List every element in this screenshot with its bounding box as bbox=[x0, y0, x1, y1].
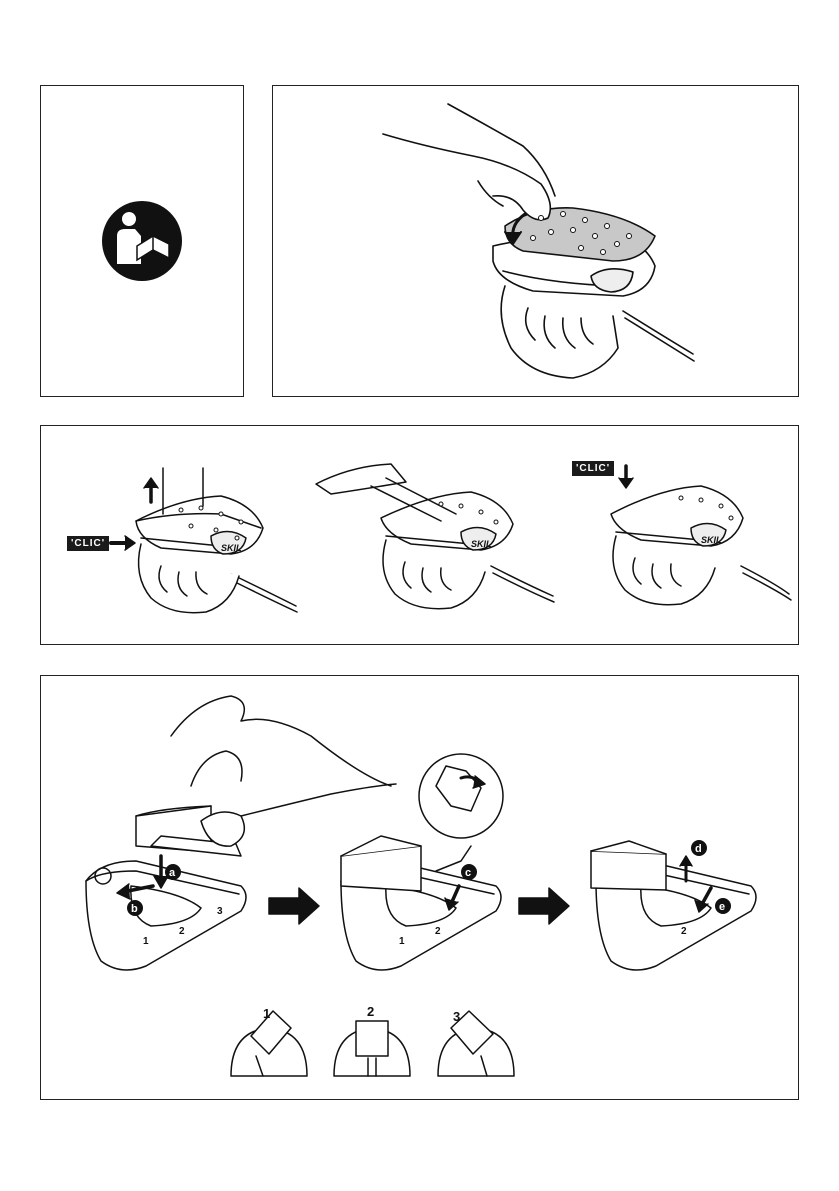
base2-pos-2: 2 bbox=[435, 926, 441, 937]
step-a-label: a bbox=[169, 867, 176, 879]
step-b-label: b bbox=[131, 903, 138, 915]
base2-pos-1: 1 bbox=[399, 936, 405, 947]
accessory-mount-panel: a b c d e 1 2 3 1 2 2 1 2 3 bbox=[40, 675, 799, 1100]
attachment-change-panel: SKIL SKIL SKIL 'CLIC' 'CLIC' bbox=[40, 425, 799, 645]
attachment-change-illustration: SKIL SKIL SKIL bbox=[41, 426, 798, 644]
accessory-mount-illustration: a b c d e 1 2 3 1 2 2 1 2 3 bbox=[41, 676, 798, 1099]
base1-pos-2: 2 bbox=[179, 926, 185, 937]
manual-panel bbox=[40, 85, 244, 397]
brand-logo-3: SKIL bbox=[701, 535, 722, 545]
base1-pos-3: 3 bbox=[217, 906, 223, 917]
position-2-label: 2 bbox=[367, 1004, 374, 1019]
clic-label-2: 'CLIC' bbox=[572, 461, 614, 476]
position-1-label: 1 bbox=[263, 1006, 270, 1021]
base1-pos-1: 1 bbox=[143, 936, 149, 947]
step-d-label: d bbox=[695, 843, 702, 855]
brand-logo-2: SKIL bbox=[471, 539, 492, 549]
attach-sheet-panel bbox=[272, 85, 799, 397]
read-manual-icon bbox=[41, 86, 243, 396]
step-e-label: e bbox=[719, 901, 725, 913]
position-3-label: 3 bbox=[453, 1009, 460, 1024]
step-c-label: c bbox=[465, 867, 471, 879]
brand-logo-1: SKIL bbox=[221, 543, 242, 553]
clic-label-1: 'CLIC' bbox=[67, 536, 109, 551]
base3-pos-2: 2 bbox=[681, 926, 687, 937]
attach-sheet-illustration bbox=[273, 86, 798, 396]
